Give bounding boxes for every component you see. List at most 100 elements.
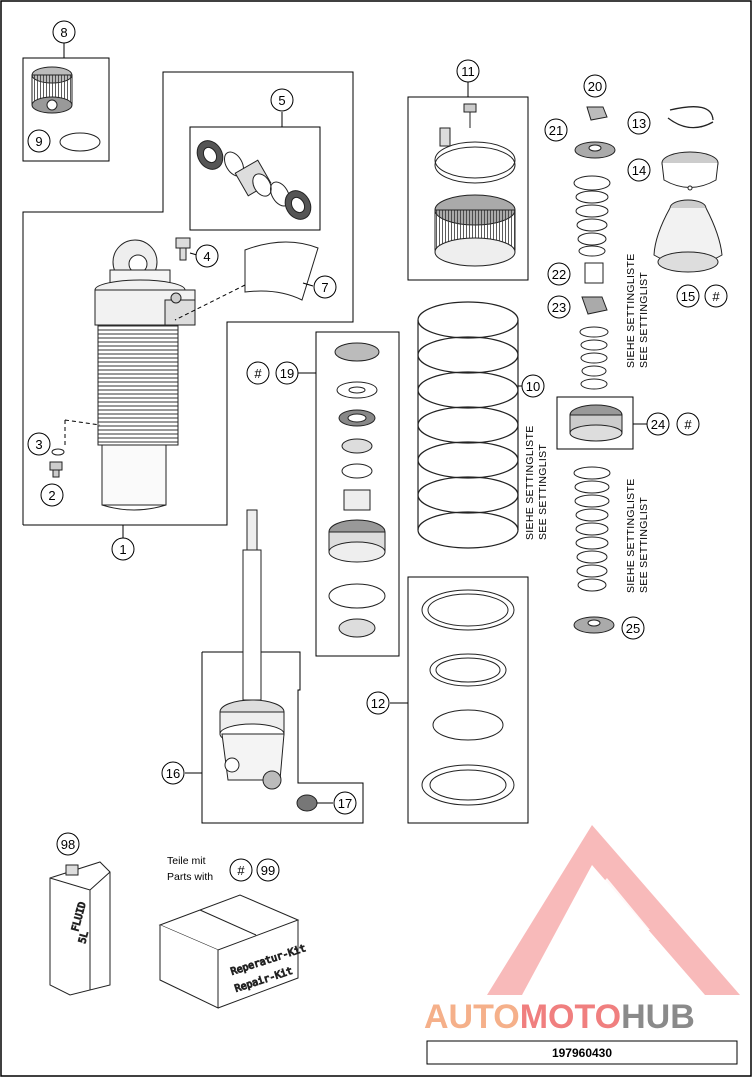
group-box-shock-body [22,71,354,526]
svg-text:8: 8 [60,25,67,40]
svg-text:20: 20 [588,79,602,94]
settinglist-note-lower-de: SIEHE SETTINGLISTE [625,478,637,593]
callout-25: 25 [621,616,645,640]
leader-3-dash [64,419,101,426]
diagram-id-box [426,1040,738,1065]
watermark-logo: AUTOMOTOHUB [424,825,740,1036]
svg-text:#: # [684,417,692,432]
bearing-kit-parts [196,140,312,220]
svg-text:15: 15 [681,289,695,304]
shock-absorber-body [94,239,196,511]
repair-kit-box: Reperatur-Kit Repair-Kit [158,894,308,1009]
bumper-15 [653,199,723,273]
callout-22: 22 [547,262,571,286]
svg-text:9: 9 [35,134,42,149]
watermark-part2: MOTO [520,998,621,1036]
callout-3: 3 [27,432,51,456]
callout-14: 14 [627,158,651,182]
washer-25 [573,616,615,634]
spacer-22 [584,262,604,284]
piston-24 [569,404,623,442]
callout-21: 21 [544,118,568,142]
watermark-part1: AUTO [424,998,520,1036]
washer-21 [574,141,616,159]
callout-16: 16 [161,761,185,785]
svg-text:5: 5 [278,93,285,108]
reservoir-cap-part [31,66,73,114]
svg-text:19: 19 [280,366,294,381]
svg-text:98: 98 [61,837,75,852]
shim-stack-middle [579,326,609,390]
callout-2: 2 [40,483,64,507]
settinglist-note-lower-en: SEE SETTINGLIST [638,497,650,593]
svg-text:2: 2 [48,488,55,503]
leader-7 [302,282,314,287]
svg-text:10: 10 [526,379,540,394]
callout-23: 23 [547,295,571,319]
svg-text:4: 4 [203,249,210,264]
hash-24: # [676,412,700,436]
hash-99: # [229,858,253,882]
settinglist-note-spring-en: SEE SETTINGLIST [537,444,549,540]
svg-text:21: 21 [549,123,563,138]
callout-17: 17 [333,791,357,815]
main-spring-10 [417,301,519,549]
piston-stack-parts [328,342,386,638]
watermark-triangle-inner [560,878,650,930]
diagram-id: 197960430 [552,1046,612,1060]
hash-15: # [704,284,728,308]
circlip-13 [669,106,714,121]
callout-9: 9 [27,129,51,153]
screw-2 [49,461,63,478]
svg-text:1: 1 [119,542,126,557]
svg-text:11: 11 [461,64,475,79]
svg-text:12: 12 [371,696,385,711]
group-box-bearing-kit [189,126,321,231]
parts-with-de: Teile mit [167,855,206,867]
callout-15: 15 [676,284,700,308]
callout-20: 20 [583,74,607,98]
callout-5: 5 [270,88,294,112]
svg-text:7: 7 [321,280,328,295]
callout-11: 11 [456,59,480,83]
svg-text:13: 13 [632,116,646,131]
callout-12: 12 [366,691,390,715]
svg-text:#: # [712,289,720,304]
svg-text:16: 16 [166,766,180,781]
fluid-label-2: 5L [77,930,91,944]
parts-with-en: Parts with [167,871,213,883]
callout-4: 4 [195,244,219,268]
svg-text:#: # [237,863,245,878]
callout-19: 19 [275,361,299,385]
o-ring-9 [59,132,101,152]
bleed-screw-4 [175,237,191,261]
group-box-piston-24 [556,396,634,450]
svg-text:25: 25 [626,621,640,636]
svg-text:14: 14 [632,163,646,178]
piston-rod-assembly [219,509,285,790]
bushing-17 [296,794,318,812]
svg-text:17: 17 [338,796,352,811]
svg-text:24: 24 [651,417,665,432]
group-box-spring-seats [407,576,529,824]
hash-19: # [246,361,270,385]
watermark-text: AUTOMOTOHUB [424,998,695,1036]
settinglist-note-upper-de: SIEHE SETTINGLISTE [625,253,637,368]
spring-seat-rings [421,589,515,806]
shim-stack-lower [573,466,611,592]
group-box-piston-rod [201,651,364,824]
svg-text:23: 23 [552,300,566,315]
callout-1: 1 [111,537,135,561]
settinglist-note-spring-de: SIEHE SETTINGLISTE [524,425,536,540]
nut-20 [586,106,608,121]
nut-23 [581,296,608,315]
group-box-reservoir-cap [22,57,110,162]
settinglist-note-upper-en: SEE SETTINGLIST [638,272,650,368]
leader-7-dash [174,284,246,321]
washer-3 [51,448,65,456]
cap-14 [661,151,719,191]
label-sticker-7 [244,241,319,301]
